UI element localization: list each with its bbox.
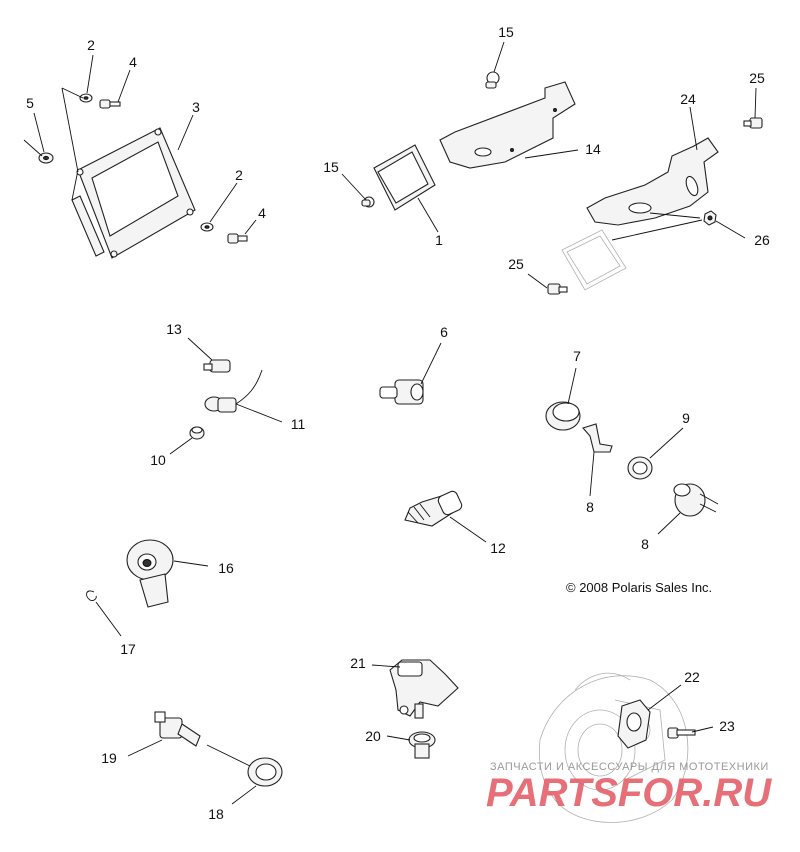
sensor-part <box>545 401 581 431</box>
callout-5: 5 <box>26 95 34 111</box>
ecu-module <box>71 127 196 259</box>
callout-18: 18 <box>208 806 224 822</box>
callout-13: 13 <box>166 321 182 337</box>
sensor-part <box>154 711 201 747</box>
cover-pad-part <box>373 144 436 211</box>
callout-17: 17 <box>120 641 136 657</box>
callout-25: 25 <box>749 70 765 86</box>
watermark: ЗАПЧАСТИ И АКСЕССУАРЫ ДЛЯ МОТОТЕХНИКИ PA… <box>486 761 772 815</box>
leader-lines <box>23 41 757 805</box>
callout-8: 8 <box>586 499 594 515</box>
callout-20: 20 <box>365 728 381 744</box>
callout-4: 4 <box>129 54 137 70</box>
callout-8: 8 <box>641 536 649 552</box>
callout-21: 21 <box>350 655 366 671</box>
callout-2: 2 <box>87 37 95 53</box>
seal-part <box>627 456 653 480</box>
bracket-part <box>586 137 719 226</box>
callout-16: 16 <box>218 560 234 576</box>
callout-26: 26 <box>754 232 770 248</box>
callout-3: 3 <box>192 99 200 115</box>
nut-part <box>703 210 717 226</box>
plug-part <box>361 71 500 208</box>
copyright-notice: © 2008 Polaris Sales Inc. <box>566 580 712 595</box>
screw-part <box>547 117 763 295</box>
callout-24: 24 <box>680 91 696 107</box>
callout-15: 15 <box>323 159 339 175</box>
pad-part <box>561 229 627 291</box>
sensor-part <box>379 379 424 405</box>
callout-4: 4 <box>258 205 266 221</box>
washer-part <box>79 93 214 232</box>
sensor-part <box>673 483 719 517</box>
oring-part <box>189 426 205 440</box>
watermark-tagline: ЗАПЧАСТИ И АКСЕССУАРЫ ДЛЯ МОТОТЕХНИКИ <box>490 761 769 773</box>
clip-part <box>86 590 97 601</box>
bolt-part <box>99 99 248 244</box>
map-sensor-part <box>389 659 459 719</box>
clip-part <box>582 423 613 453</box>
tps-sensor-part <box>617 699 651 749</box>
callout-9: 9 <box>682 410 690 426</box>
callout-19: 19 <box>101 750 117 766</box>
sensor-part <box>204 369 263 413</box>
bolt-part <box>203 359 231 373</box>
sensor-part <box>404 490 463 527</box>
watermark-brand: PARTSFOR.RU <box>486 771 772 815</box>
callout-23: 23 <box>719 718 735 734</box>
callout-11: 11 <box>291 416 306 432</box>
grommet-part <box>408 731 436 759</box>
grommet-part <box>38 152 54 164</box>
callout-10: 10 <box>150 452 166 468</box>
callout-15: 15 <box>498 24 514 40</box>
callout-2: 2 <box>235 167 243 183</box>
callout-labels: 2 4 5 3 2 4 15 14 15 1 25 24 26 25 13 11… <box>26 24 770 822</box>
callout-22: 22 <box>684 669 700 685</box>
screw-part <box>667 727 696 739</box>
callout-25: 25 <box>508 256 524 272</box>
callout-7: 7 <box>573 348 581 364</box>
callout-12: 12 <box>490 540 506 556</box>
knock-sensor-part <box>126 539 174 608</box>
seal-part <box>247 757 283 787</box>
bracket-part <box>439 81 576 169</box>
throttle-body-ghost <box>538 672 689 823</box>
callout-1: 1 <box>435 232 443 248</box>
callout-6: 6 <box>440 324 448 340</box>
callout-14: 14 <box>585 141 601 157</box>
